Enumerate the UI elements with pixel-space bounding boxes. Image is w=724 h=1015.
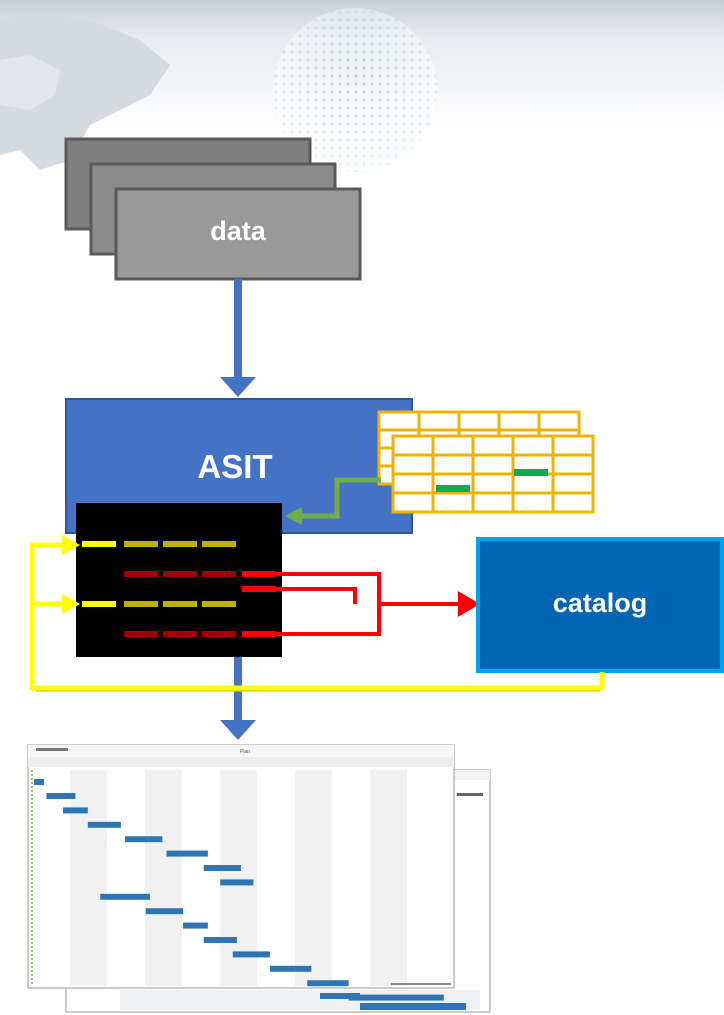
catalog-link-lines — [276, 572, 462, 636]
import-arrow — [285, 477, 381, 525]
flow-arrow-asit-to-plan — [220, 640, 256, 740]
task-bar — [125, 836, 163, 843]
task-bar — [46, 793, 76, 799]
task-bar — [232, 951, 270, 958]
flow-arrow-data-to-asit — [220, 279, 256, 397]
feedback-arrowhead-top — [62, 535, 80, 555]
plan-header-title: Plan — [240, 749, 250, 755]
plan-task-bars — [46, 793, 444, 1001]
feedback-loop — [29, 542, 605, 692]
catalog-node — [476, 537, 724, 673]
world-map-backdrop — [0, 14, 170, 170]
processing-box — [76, 503, 282, 657]
feedback-arrowhead-mid — [62, 594, 80, 614]
data-node — [64, 137, 362, 281]
data-node-label: data — [210, 216, 266, 246]
task-bar — [203, 865, 241, 871]
task-bar — [348, 994, 444, 1001]
catalog-arrowhead — [458, 591, 480, 617]
catalog-node-label: catalog — [552, 588, 648, 618]
task-bar — [166, 850, 208, 857]
plan-back-bars — [320, 993, 466, 1010]
task-bar — [100, 893, 150, 900]
task-bar — [269, 965, 312, 972]
task-bar — [183, 922, 208, 929]
task-bar — [307, 980, 349, 987]
globe-backdrop — [273, 8, 437, 172]
task-bar — [220, 879, 254, 886]
task-bar — [203, 937, 237, 943]
task-bar — [145, 908, 184, 915]
table-icon — [377, 410, 595, 514]
asit-node-label: ASIT — [197, 448, 273, 485]
task-bar — [62, 807, 88, 814]
task-bar — [87, 821, 121, 828]
